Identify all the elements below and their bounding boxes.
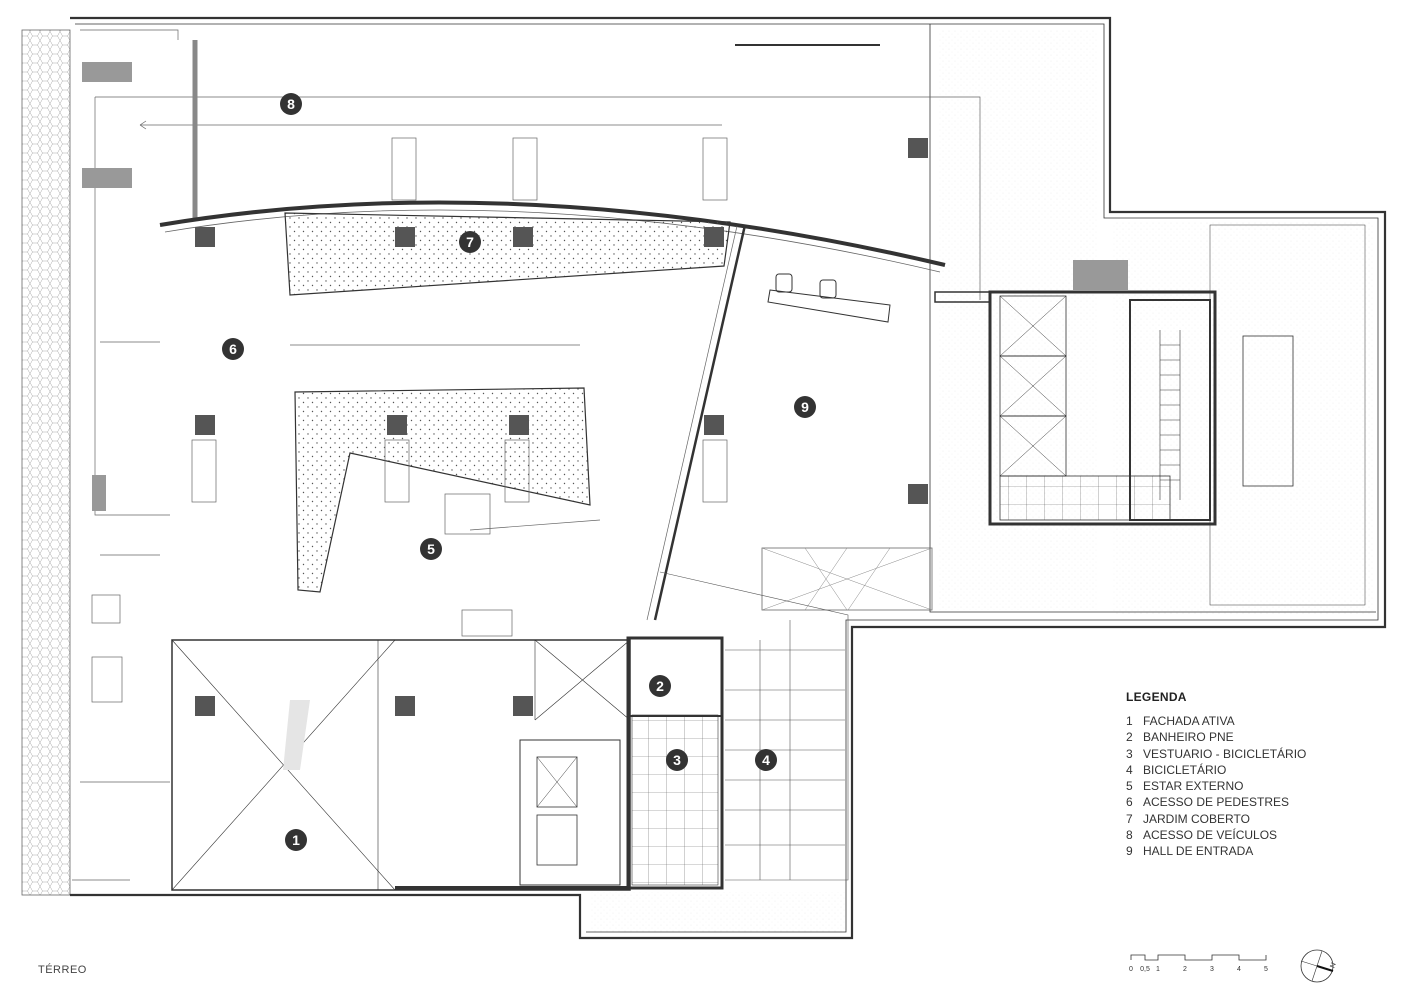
legend-num: 2 xyxy=(1126,730,1133,745)
drawing-title: TÉRREO xyxy=(38,964,87,976)
parking-bays xyxy=(191,137,728,637)
marker-5: 5 xyxy=(420,538,442,560)
curved-wall xyxy=(159,200,946,267)
marker-6: 6 xyxy=(222,338,244,360)
vehicle-access-lines xyxy=(72,29,981,881)
legend-label: ACESSO DE PEDESTRES xyxy=(1143,795,1290,810)
legend-num: 7 xyxy=(1126,811,1133,826)
legend-item: 4 BICICLETÁRIO xyxy=(1126,762,1306,778)
marker-9: 9 xyxy=(794,396,816,418)
legend-item: 2 BANHEIRO PNE xyxy=(1126,729,1306,745)
legend-label: JARDIM COBERTO xyxy=(1143,811,1250,826)
marker-1: 1 xyxy=(285,829,307,851)
marker-2: 2 xyxy=(649,675,671,697)
scale-label: 0,5 xyxy=(1140,966,1150,973)
legend-item: 9 HALL DE ENTRADA xyxy=(1126,843,1306,859)
scale-label: 0 xyxy=(1129,966,1133,973)
marker-3: 3 xyxy=(666,749,688,771)
sidewalk-strip xyxy=(21,29,71,896)
scale-label: 2 xyxy=(1183,966,1187,973)
legend-label: FACHADA ATIVA xyxy=(1143,714,1235,728)
legend-label: ACESSO DE VEÍCULOS xyxy=(1143,828,1278,843)
legend-label: BICICLETÁRIO xyxy=(1143,762,1227,777)
legend-num: 1 xyxy=(1126,714,1133,728)
legend-item: 5 ESTAR EXTERNO xyxy=(1126,778,1306,794)
marker-4: 4 xyxy=(755,749,777,771)
marker-8: 8 xyxy=(280,93,302,115)
legend-num: 3 xyxy=(1126,746,1133,761)
legend-label: VESTUARIO - BICICLETÁRIO xyxy=(1143,746,1307,761)
legend-label: HALL DE ENTRADA xyxy=(1143,844,1254,859)
room-fachada-ativa xyxy=(171,639,631,891)
columns xyxy=(195,138,928,716)
legend-num: 6 xyxy=(1126,795,1133,810)
north-arrow-icon xyxy=(1300,949,1334,983)
legend-item: 1 FACHADA ATIVA xyxy=(1126,713,1306,729)
legend-item: 7 JARDIM COBERTO xyxy=(1126,811,1306,827)
legend-item: 3 VESTUARIO - BICICLETÁRIO xyxy=(1126,746,1306,762)
marker-7: 7 xyxy=(459,231,481,253)
garden-upper xyxy=(284,212,731,296)
core-right xyxy=(934,260,1217,526)
legend-label: BANHEIRO PNE xyxy=(1143,730,1234,745)
legend: LEGENDA 1 FACHADA ATIVA 2 BANHEIRO PNE 3 VE… xyxy=(1126,690,1306,860)
scale-label: 5 xyxy=(1264,966,1268,973)
legend-item: 6 ACESSO DE PEDESTRES xyxy=(1126,794,1306,810)
legend-num: 5 xyxy=(1126,779,1133,794)
legend-item: 8 ACESSO DE VEÍCULOS xyxy=(1126,827,1306,843)
scale-label: 4 xyxy=(1237,966,1241,973)
reception-desk xyxy=(767,289,891,323)
legend-label: ESTAR EXTERNO xyxy=(1143,779,1244,794)
room-vestuario xyxy=(626,636,724,890)
legend-num: 9 xyxy=(1126,844,1133,859)
legend-title: LEGENDA xyxy=(1126,690,1187,704)
diagonal-wall xyxy=(653,224,747,621)
scale-label: 1 xyxy=(1156,966,1160,973)
scale-label: 3 xyxy=(1210,966,1214,973)
legend-num: 8 xyxy=(1126,828,1133,843)
legend-num: 4 xyxy=(1126,762,1133,777)
garden-lower xyxy=(294,387,591,593)
scale-bar xyxy=(1130,954,1267,961)
